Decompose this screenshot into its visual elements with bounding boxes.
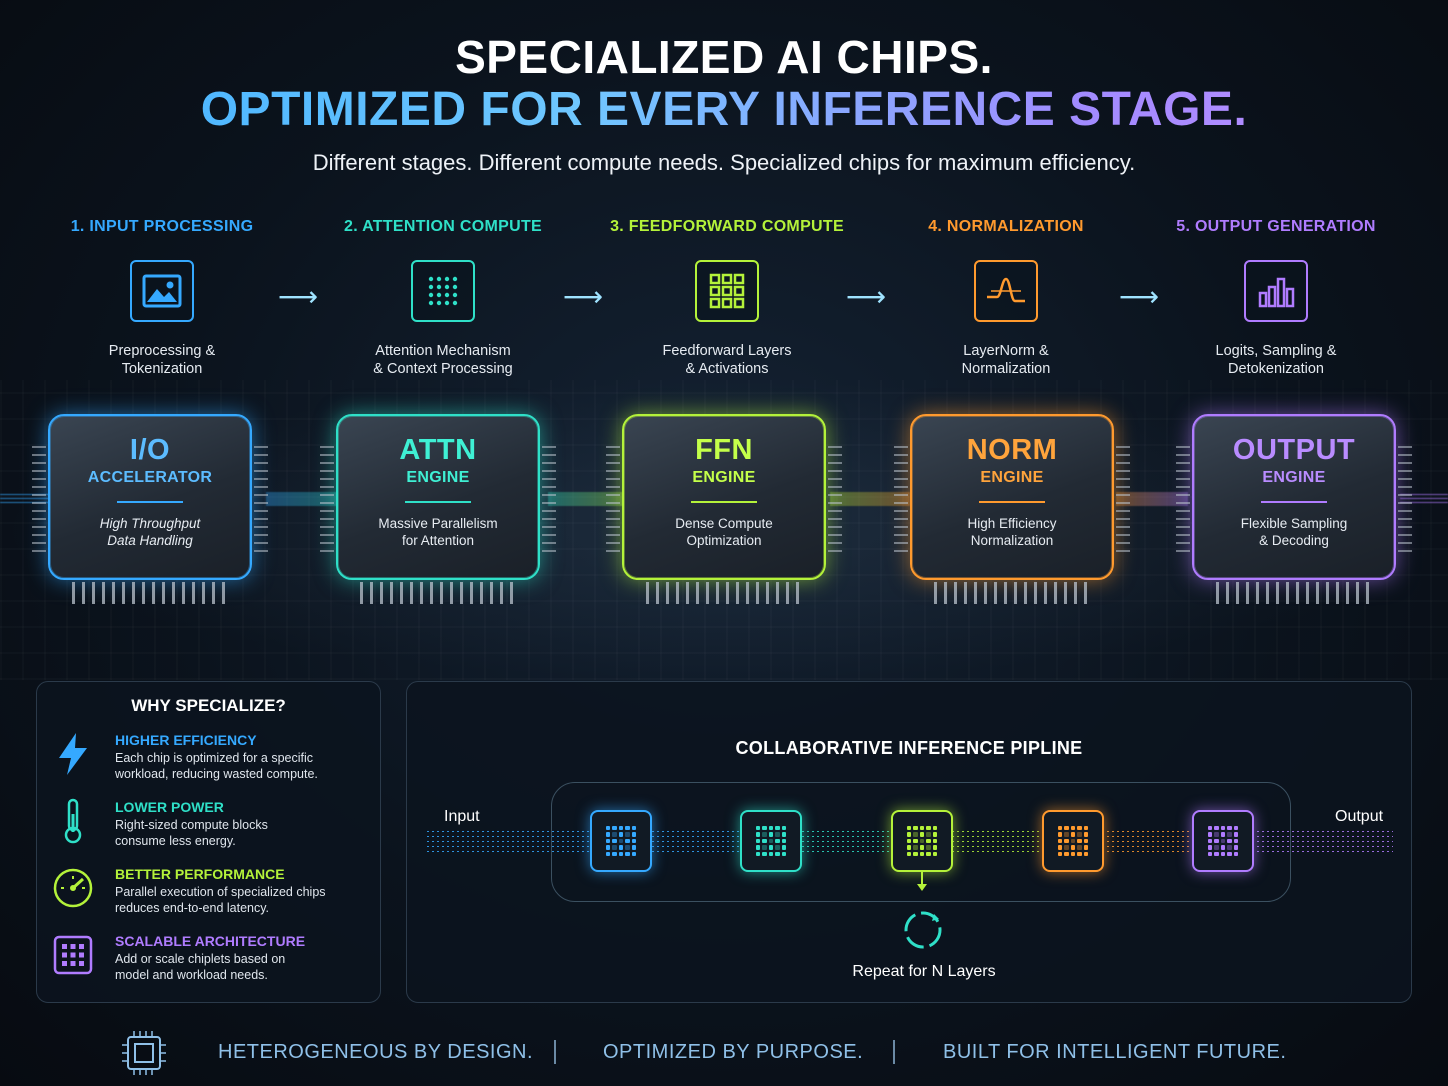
chip-icon xyxy=(907,826,937,856)
benefit-item: HIGHER EFFICIENCY Each chip is optimized… xyxy=(51,732,371,792)
repeat-label: Repeat for N Layers xyxy=(852,963,996,980)
arrow-right-icon: ⟶ xyxy=(846,281,887,312)
benefit-item: SCALABLE ARCHITECTURE Add or scale chipl… xyxy=(51,933,371,993)
page-title: SPECIALIZED AI CHIPS. xyxy=(455,31,993,83)
dot-grid-icon xyxy=(411,260,475,322)
stage-description: Preprocessing &Tokenization xyxy=(108,343,216,377)
panel-title: COLLABORATIVE INFERENCE PIPLINE xyxy=(735,738,1083,758)
stage-normalization: 4. NORMALIZATION LayerNorm &Normalizatio… xyxy=(871,218,1141,378)
circuit-trace xyxy=(830,492,910,506)
chip-subtitle: ENGINE xyxy=(1262,469,1326,486)
chip-icon xyxy=(756,826,786,856)
benefit-item: BETTER PERFORMANCE Parallel execution of… xyxy=(51,866,371,926)
chip-subtitle: ENGINE xyxy=(406,469,470,486)
chip-icon xyxy=(606,826,636,856)
chiplet-grid-icon xyxy=(51,933,95,977)
stage-output-generation: 5. OUTPUT GENERATION Logits, Sampling &D… xyxy=(1141,218,1411,378)
chip-icon xyxy=(1058,826,1088,856)
footer-tagline-3: BUILT FOR INTELLIGENT FUTURE. xyxy=(943,1041,1287,1063)
pipeline-chip-ffn xyxy=(891,810,953,872)
stage-label: 1. INPUT PROCESSING xyxy=(70,218,254,235)
pipeline-panel: COLLABORATIVE INFERENCE PIPLINE Input Ou… xyxy=(406,681,1412,1003)
stage-input-processing: 1. INPUT PROCESSING Preprocessing &Token… xyxy=(27,218,297,378)
footer-divider xyxy=(893,1040,895,1064)
pipeline-output-label: Output xyxy=(1335,808,1384,825)
chip-logo-icon xyxy=(120,1031,168,1080)
repeat-loop-icon xyxy=(901,908,945,957)
footer-tagline-2: OPTIMIZED BY PURPOSE. xyxy=(603,1041,864,1063)
circuit-trace xyxy=(1400,492,1448,506)
chip-name: OUTPUT xyxy=(1232,434,1356,466)
chip-name: NORM xyxy=(966,434,1058,466)
page-subtitle: Different stages. Different compute need… xyxy=(312,150,1136,175)
footer-divider xyxy=(554,1040,556,1064)
chip-output-engine: OUTPUT ENGINE Flexible Sampling& Decodin… xyxy=(1176,414,1412,604)
chip-name: FFN xyxy=(695,434,753,466)
arrow-right-icon: ⟶ xyxy=(1119,281,1160,312)
footer-tagline-1: HETEROGENEOUS BY DESIGN. xyxy=(218,1041,534,1063)
page-title-highlight: OPTIMIZED FOR EVERY INFERENCE STAGE. xyxy=(0,82,1448,137)
chip-description: Flexible Sampling& Decoding xyxy=(1240,516,1348,548)
arrow-right-icon: ⟶ xyxy=(563,281,604,312)
benefit-title: BETTER PERFORMANCE xyxy=(115,866,285,882)
stage-feedforward-compute: 3. FEEDFORWARD COMPUTE Feedforward Layer… xyxy=(592,218,862,378)
stage-label: 4. NORMALIZATION xyxy=(928,218,1084,235)
chip-subtitle: ENGINE xyxy=(980,469,1044,486)
stage-label: 2. ATTENTION COMPUTE xyxy=(344,218,542,235)
stage-description: Logits, Sampling &Detokenization xyxy=(1215,343,1337,377)
arrow-right-icon: ⟶ xyxy=(278,281,319,312)
pipeline-input-label: Input xyxy=(444,808,480,825)
benefit-title: LOWER POWER xyxy=(115,799,224,815)
stage-description: Feedforward Layers& Activations xyxy=(662,343,792,377)
pipeline-chip-output xyxy=(1192,810,1254,872)
pipeline-connector xyxy=(921,872,923,886)
chip-subtitle: ENGINE xyxy=(692,469,756,486)
chip-name: I/O xyxy=(129,434,171,466)
chip-subtitle: ACCELERATOR xyxy=(87,469,213,486)
pipeline-chip-attn xyxy=(740,810,802,872)
stage-label: 3. FEEDFORWARD COMPUTE xyxy=(610,218,844,235)
benefit-title: HIGHER EFFICIENCY xyxy=(115,732,257,748)
bar-chart-icon xyxy=(1244,260,1308,322)
stage-description: Attention Mechanism& Context Processing xyxy=(373,343,513,377)
lightning-icon xyxy=(51,732,95,776)
pipeline-chip-io xyxy=(590,810,652,872)
thermometer-icon xyxy=(51,798,95,844)
stage-description: LayerNorm &Normalization xyxy=(961,343,1051,377)
stage-label: 5. OUTPUT GENERATION xyxy=(1176,218,1376,235)
circuit-trace xyxy=(1116,492,1188,506)
waveform-icon xyxy=(974,260,1038,322)
stage-attention-compute: 2. ATTENTION COMPUTE Attention Mechanism… xyxy=(308,218,578,378)
gauge-icon xyxy=(51,866,95,910)
panel-title: WHY SPECIALIZE? xyxy=(131,696,286,715)
benefit-title: SCALABLE ARCHITECTURE xyxy=(115,933,306,949)
image-icon xyxy=(130,260,194,322)
pipeline-chip-norm xyxy=(1042,810,1104,872)
block-grid-icon xyxy=(695,260,759,322)
arrow-down-icon xyxy=(917,884,927,891)
why-specialize-panel: WHY SPECIALIZE? HIGHER EFFICIENCY Each c… xyxy=(36,681,381,1003)
chip-icon xyxy=(1208,826,1238,856)
chip-name: ATTN xyxy=(399,434,477,466)
